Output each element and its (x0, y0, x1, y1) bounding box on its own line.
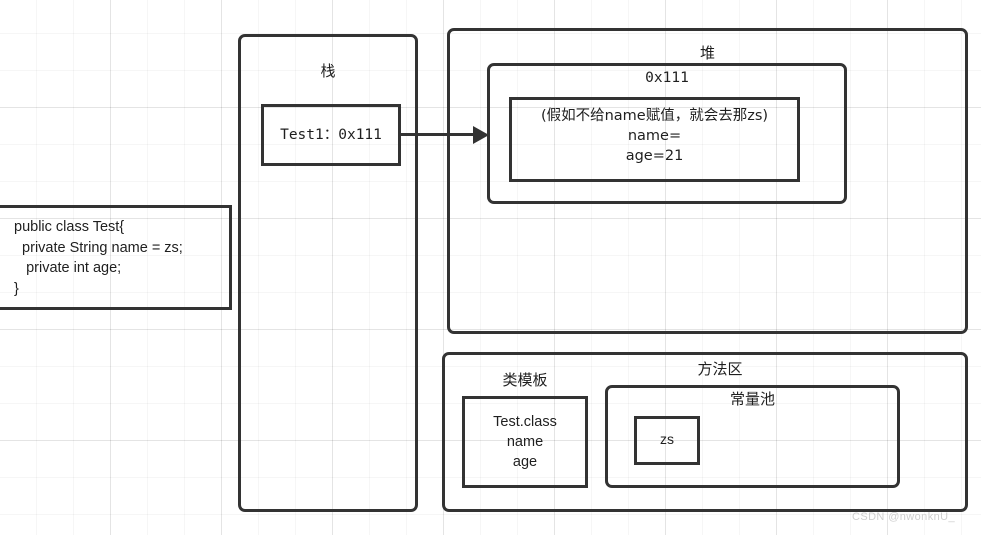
heap-address-label: 0x111 (645, 70, 689, 86)
constant-pool-title: 常量池 (729, 390, 775, 408)
class-template-fields: Test.class name age (493, 414, 557, 470)
reference-arrow-head (473, 125, 489, 144)
constant-pool-entry-label: zs (660, 431, 674, 447)
class-template-box (462, 396, 588, 488)
method-area-title: 方法区 (697, 360, 743, 378)
heap-address-box (487, 63, 847, 204)
stack-frame-entry-box (261, 104, 401, 166)
source-code-text: public class Test{ private String name =… (14, 219, 183, 297)
reference-arrow-line (401, 133, 475, 136)
csdn-watermark: CSDN @nwonknU_ (852, 511, 955, 523)
heap-title: 堆 (699, 44, 715, 62)
class-template-title: 类模板 (502, 371, 548, 389)
stack-title: 栈 (320, 62, 336, 80)
source-code-box (0, 205, 232, 310)
heap-object-box (509, 97, 800, 182)
stack-box (238, 34, 418, 512)
constant-pool-box (605, 385, 900, 488)
constant-pool-entry-box (634, 416, 700, 465)
heap-object-fields: (假如不给name赋值，就会去那zs) name= age=21 (540, 108, 769, 164)
heap-box (447, 28, 968, 334)
method-area-box (442, 352, 968, 512)
stack-frame-entry-label: Test1：0x111 (280, 127, 382, 143)
